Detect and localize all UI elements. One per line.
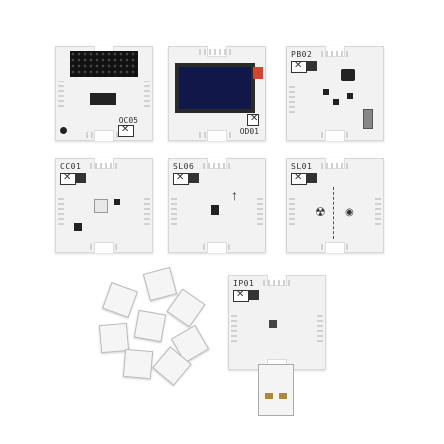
xinabox-logo [291,172,307,185]
xinabox-logo [118,124,134,137]
oled-display [175,63,255,113]
xinabox-logo [291,60,307,73]
xinabox-logo [60,172,76,185]
board-code: OD01 [239,127,259,136]
flex-cable [253,67,263,79]
mcu-chip [341,69,355,81]
usb-plug [258,364,294,416]
xinabox-logo [173,172,189,185]
connector-pile [96,266,216,388]
pin-header [70,51,138,77]
rgb-led [94,199,108,213]
xinabox-logo [247,113,259,126]
sl01-board: SL01 ☢ ◉ [286,158,384,253]
gesture-sensor [211,205,219,215]
board-code: SL06 [173,162,195,171]
board-code: IP01 [233,279,255,288]
radiation-icon: ☢ [315,205,326,219]
board-code: OC05 [118,116,138,125]
pb02-board: PB02 [286,46,384,141]
driver-chip [90,93,116,105]
board-code: PB02 [291,50,313,59]
od01-board: OD01 [168,46,266,141]
ip01-board: IP01 [228,275,326,370]
sl06-board: SL06 ↑ [168,158,266,253]
board-code: SL01 [291,162,313,171]
slide-switch[interactable] [363,109,373,129]
board-code: CC01 [60,162,82,171]
mounting-hole [60,127,67,134]
xinabox-logo [233,289,249,302]
oc05-board: OC05 [55,46,153,141]
direction-arrow-icon: ↑ [231,187,238,203]
eye-icon: ◉ [345,207,354,218]
cc01-board: CC01 [55,158,153,253]
